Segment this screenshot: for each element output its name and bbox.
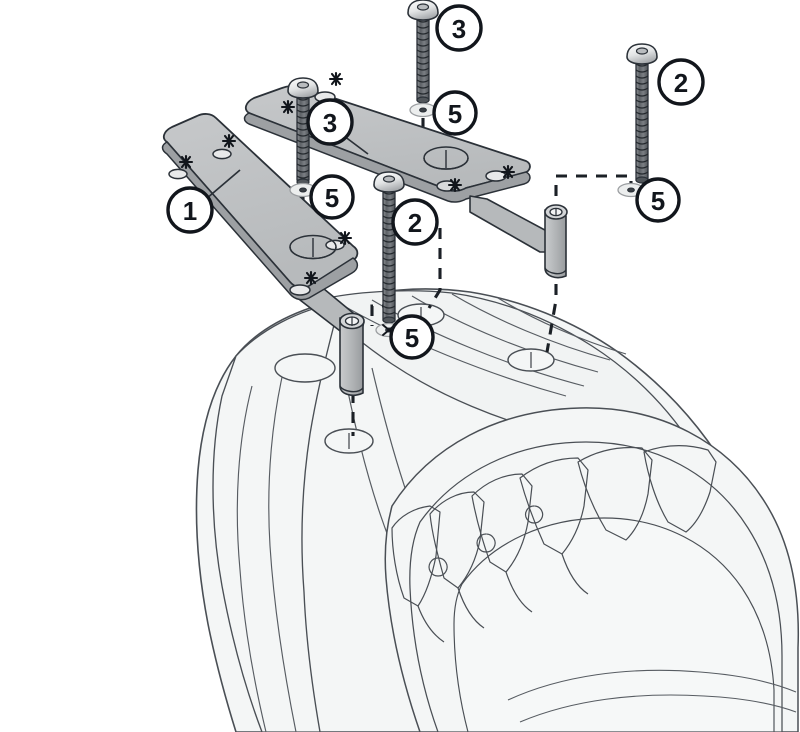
plate-3-thread-marks [280, 71, 516, 193]
callout-circle [432, 90, 478, 136]
callout-number: 5 [651, 186, 665, 216]
callout-number: 2 [674, 68, 688, 98]
callout-5-6[interactable]: 5 [309, 174, 355, 220]
callout-circle [435, 4, 483, 52]
callout-circle [389, 314, 435, 360]
callout-number: 5 [405, 323, 419, 353]
bracket-arms [299, 195, 568, 396]
callout-circle [391, 198, 439, 246]
scooter-rear-body [195, 288, 800, 732]
callout-1-0[interactable]: 1 [166, 186, 214, 234]
callout-circle [306, 98, 354, 146]
callout-3-2[interactable]: 3 [435, 4, 483, 52]
callout-number: 5 [448, 99, 462, 129]
left-mounting-plate [161, 113, 359, 301]
plate-1-holes [168, 148, 345, 296]
mounting-hole-right [507, 348, 555, 372]
taillight-lens-area [453, 517, 775, 732]
callout-circle [166, 186, 214, 234]
callout-5-7[interactable]: 5 [635, 177, 681, 223]
mounting-hole-left-rear [274, 353, 336, 383]
callout-5-5[interactable]: 5 [432, 90, 478, 136]
callout-circle [635, 177, 681, 223]
bolt-upper-left [407, 0, 439, 104]
washer-upper-left [409, 102, 437, 118]
mounting-holes [274, 303, 555, 454]
right-bracket-arm [469, 195, 557, 253]
callout-2-3[interactable]: 2 [657, 58, 705, 106]
callout-number: 3 [323, 108, 337, 138]
right-bracket-boss [544, 204, 568, 279]
callout-bubbles: 1 3 3 2 2 5 5 5 5 [166, 4, 705, 360]
grille-detail [391, 445, 717, 643]
callout-2-4[interactable]: 2 [391, 198, 439, 246]
lower-sweep-lines [507, 669, 797, 723]
left-bracket-boss [339, 312, 365, 396]
callout-circle [309, 174, 355, 220]
bolt-left-through-plate [287, 77, 319, 186]
callout-leader-lines [205, 135, 369, 200]
callout-circle [657, 58, 705, 106]
mounting-hole-left-front [324, 428, 374, 454]
callout-number: 3 [452, 14, 466, 44]
left-shoulder-creases [236, 359, 297, 732]
bolt-upper-right [626, 43, 658, 184]
callout-number: 5 [325, 183, 339, 213]
plate-1-thread-marks [178, 133, 353, 286]
callout-5-8[interactable]: 5 [389, 314, 435, 360]
callout-3-1[interactable]: 3 [306, 98, 354, 146]
washers [289, 102, 645, 338]
callout-number: 2 [408, 208, 422, 238]
bolt-center [373, 171, 405, 324]
plate-3-edge [243, 112, 531, 203]
callout-number: 1 [183, 196, 197, 226]
